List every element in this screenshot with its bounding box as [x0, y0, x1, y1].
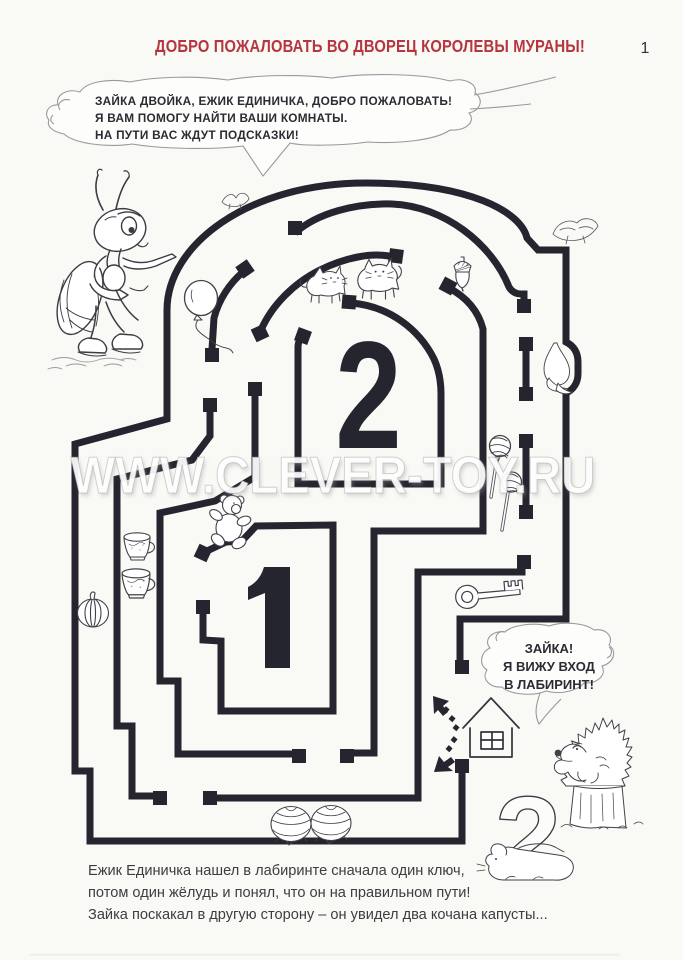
svg-text:2: 2	[335, 311, 401, 482]
svg-text:ЗАЙКА ДВОЙКА, ЕЖИК ЕДИНИЧКА, Д: ЗАЙКА ДВОЙКА, ЕЖИК ЕДИНИЧКА, ДОБРО ПОЖАЛ…	[95, 94, 452, 108]
svg-text:В ЛАБИРИНТ!: В ЛАБИРИНТ!	[504, 677, 594, 692]
svg-text:Я ВИЖУ ВХОД: Я ВИЖУ ВХОД	[503, 659, 596, 674]
svg-text:потом один жёлудь и понял, что: потом один жёлудь и понял, что он на пра…	[88, 885, 470, 901]
svg-text:2: 2	[495, 773, 561, 904]
svg-text:WWW.CLEVER-TOY.RU: WWW.CLEVER-TOY.RU	[71, 446, 596, 505]
svg-text:ДОБРО ПОЖАЛОВАТЬ ВО ДВОРЕЦ КОР: ДОБРО ПОЖАЛОВАТЬ ВО ДВОРЕЦ КОРОЛЕВЫ МУРА…	[155, 37, 585, 57]
svg-text:WWW.CLEVER-TOY.RU: WWW.CLEVER-TOY.RU	[71, 446, 596, 505]
svg-text:Я ВАМ ПОМОГУ НАЙТИ ВАШИ КОМНАТ: Я ВАМ ПОМОГУ НАЙТИ ВАШИ КОМНАТЫ.	[95, 111, 348, 125]
svg-text:Ежик Единичка нашел в лабиринт: Ежик Единичка нашел в лабиринте сначала …	[88, 863, 465, 879]
svg-text:ЗАЙКА!: ЗАЙКА!	[525, 641, 574, 656]
svg-text:Зайка поскакал в другую сторон: Зайка поскакал в другую сторону – он уви…	[88, 907, 548, 923]
svg-text:1: 1	[641, 40, 650, 57]
svg-text:НА ПУТИ ВАС ЖДУТ ПОДСКАЗКИ!: НА ПУТИ ВАС ЖДУТ ПОДСКАЗКИ!	[95, 128, 299, 142]
